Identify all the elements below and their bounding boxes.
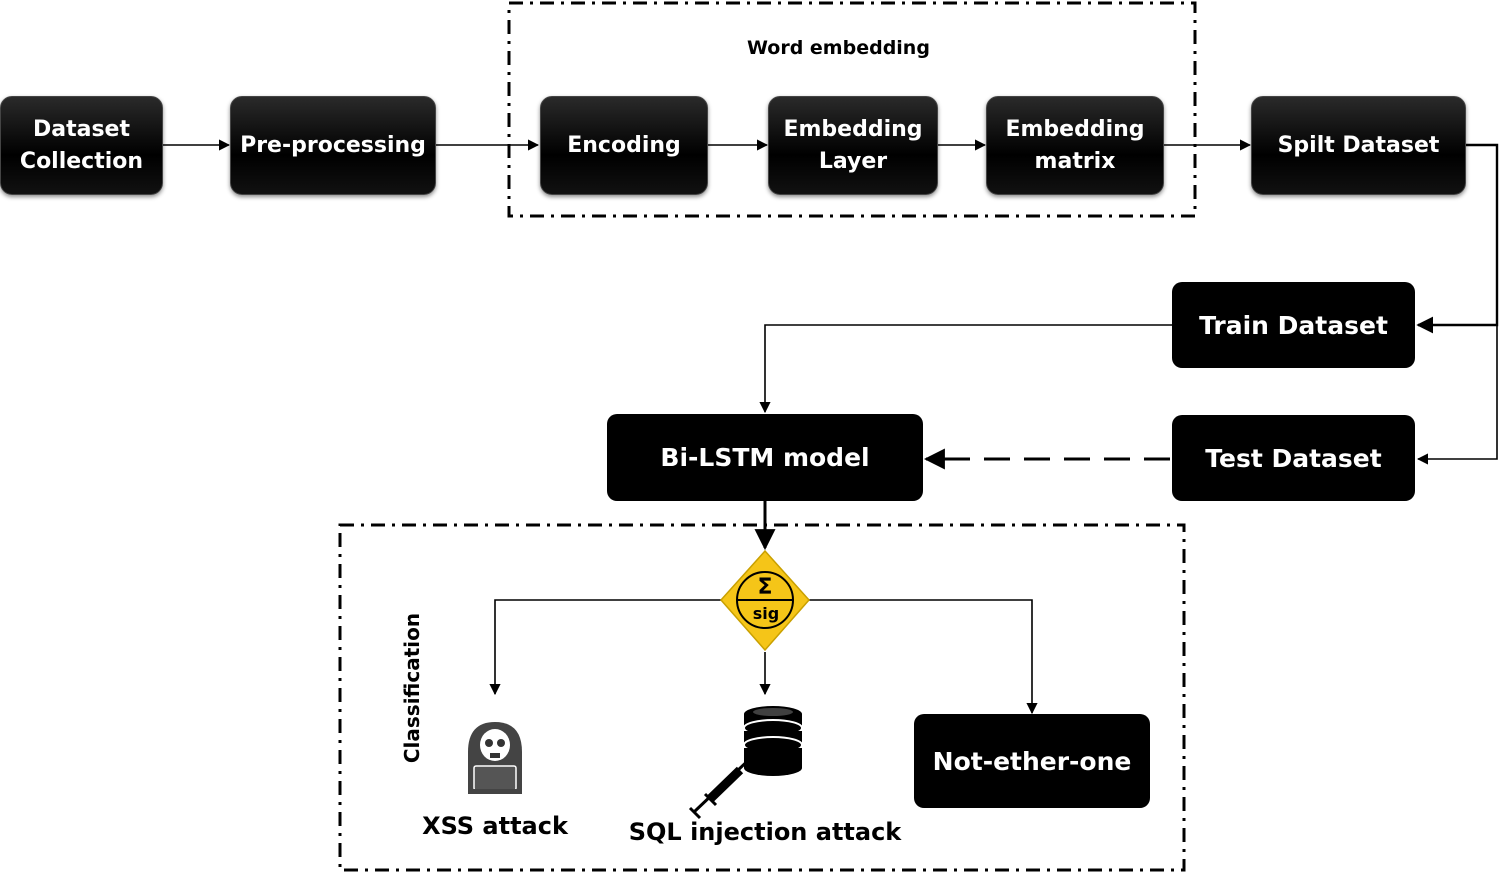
arrow-sigmoid-to-xss <box>489 599 723 696</box>
split-dataset-node: Spilt Dataset <box>1251 96 1466 195</box>
encoding-node: Encoding <box>540 96 708 195</box>
preprocessing-label: Pre-processing <box>240 132 426 158</box>
embedding-matrix-line-1: Embedding <box>1005 116 1145 142</box>
embedding-layer-line-2: Layer <box>818 148 888 174</box>
encoding-label: Encoding <box>567 132 681 158</box>
preprocessing-node: Pre-processing <box>230 96 436 195</box>
word-embedding-label: Word embedding <box>747 37 930 59</box>
train-dataset-label: Train Dataset <box>1199 310 1388 340</box>
test-dataset-node: Test Dataset <box>1172 415 1415 501</box>
word-embedding-frame <box>507 1 1197 218</box>
dataset-collection-node: Dataset Collection <box>0 96 163 195</box>
sigma-symbol: Σ <box>757 575 772 600</box>
embedding-matrix-node: Embedding matrix <box>986 96 1164 195</box>
arrow-sigmoid-to-none <box>808 599 1038 715</box>
bilstm-model-label: Bi-LSTM model <box>660 443 870 472</box>
sig-label: sig <box>753 604 779 623</box>
not-either-one-label: Not-ether-one <box>932 746 1132 776</box>
xss-attack-label: XSS attack <box>422 812 568 840</box>
classification-frame <box>338 523 1186 872</box>
train-dataset-node: Train Dataset <box>1172 282 1415 368</box>
sigmoid-activation-node: Σ sig <box>719 549 811 652</box>
dataset-collection-line-2: Collection <box>19 148 144 174</box>
embedding-layer-line-1: Embedding <box>783 116 923 142</box>
arrow-split-to-train <box>1416 143 1499 334</box>
embedding-matrix-line-2: matrix <box>1034 148 1116 174</box>
database-syringe-icon <box>688 706 803 820</box>
arrow-train-to-model <box>759 324 1172 414</box>
embedding-layer-node: Embedding Layer <box>768 96 938 195</box>
sql-injection-label: SQL injection attack <box>628 818 902 846</box>
not-either-one-node: Not-ether-one <box>914 714 1150 808</box>
dataset-collection-line-1: Dataset <box>32 116 130 142</box>
split-dataset-label: Spilt Dataset <box>1277 132 1440 158</box>
arrow-split-to-test <box>1416 325 1498 465</box>
hacker-skull-laptop-icon <box>468 722 522 794</box>
test-dataset-label: Test Dataset <box>1205 443 1382 473</box>
classification-label: Classification <box>400 612 424 764</box>
bilstm-model-node: Bi-LSTM model <box>607 414 923 501</box>
